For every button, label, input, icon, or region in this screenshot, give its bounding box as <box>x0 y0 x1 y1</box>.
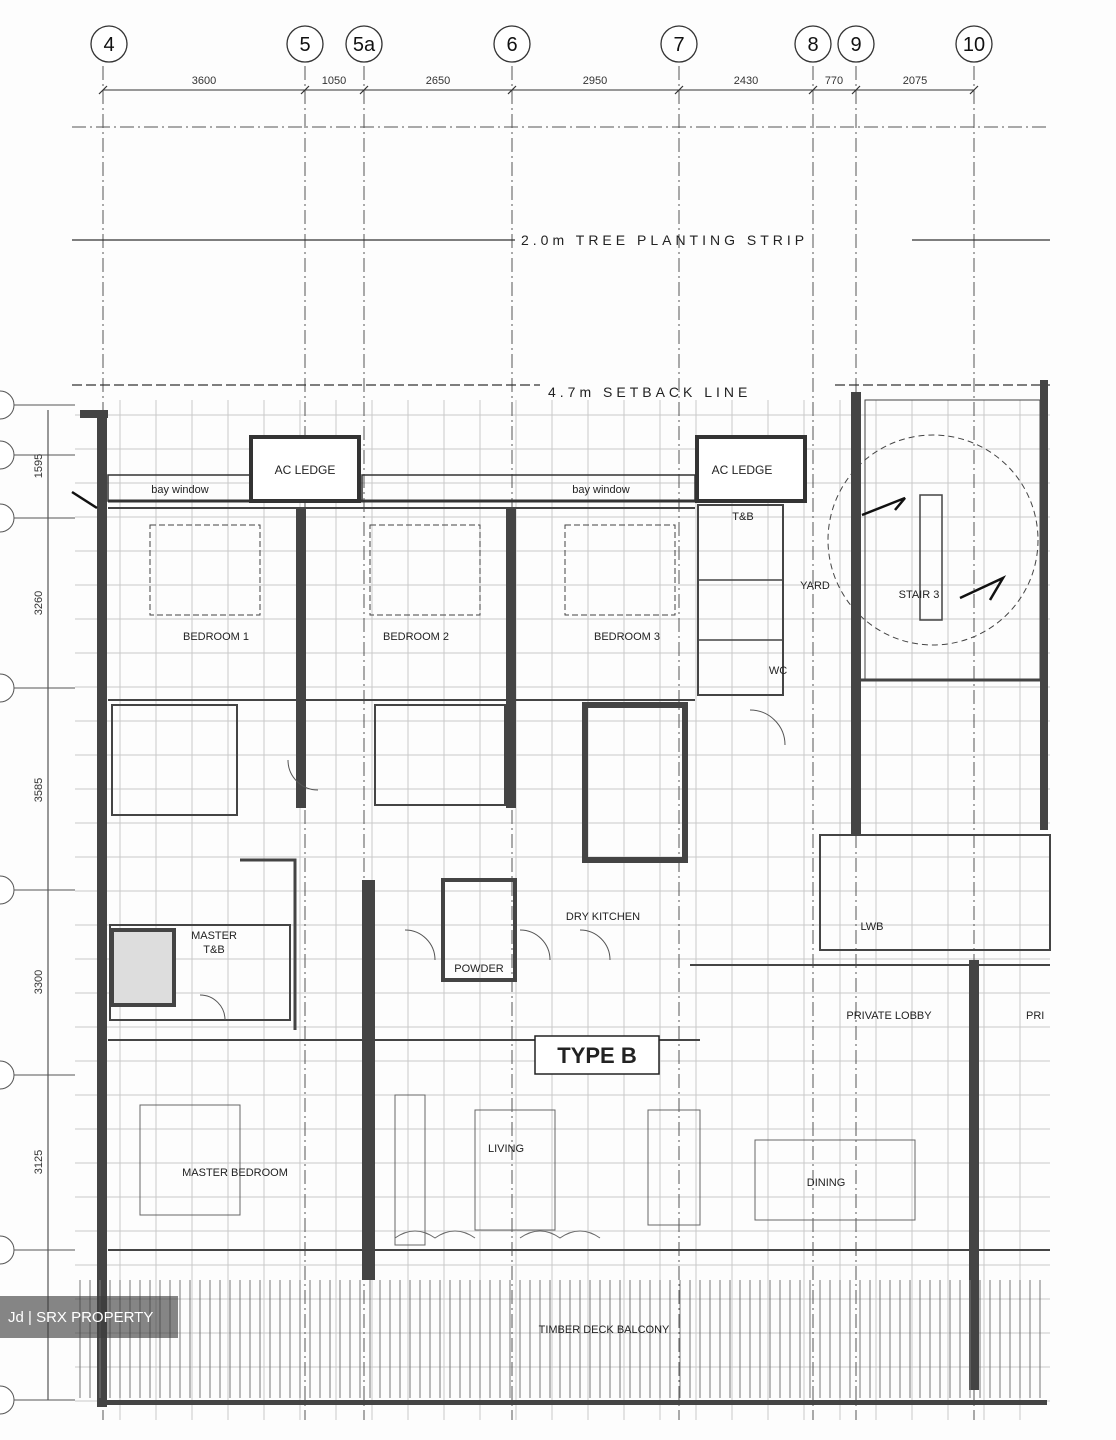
svg-text:9: 9 <box>850 34 861 56</box>
balcony-label: TIMBER DECK BALCONY <box>539 1324 670 1336</box>
axis-bubble-5: 5 <box>286 25 324 63</box>
dimension-770: 770 <box>825 75 843 87</box>
dimension-3300: 3300 <box>33 970 45 994</box>
dimension-1050: 1050 <box>322 75 346 87</box>
ac-ledges <box>249 435 807 503</box>
dimension-3125: 3125 <box>33 1150 45 1174</box>
dimension-3600: 3600 <box>192 75 216 87</box>
axis-bubble-5a: 5a <box>345 25 383 63</box>
dry-kitchen-label: DRY KITCHEN <box>566 911 640 923</box>
svg-text:7: 7 <box>673 34 684 56</box>
grid-axis-bubbles: 4 5 5a 6 7 8 9 10 <box>90 25 993 63</box>
master-bedroom-label: MASTER BEDROOM <box>182 1167 288 1179</box>
svg-text:10: 10 <box>963 34 985 56</box>
bay-windows <box>107 474 696 503</box>
tree-planting-strip: 2.0m TREE PLANTING STRIP <box>72 232 1050 248</box>
unit-type-box <box>534 1035 660 1075</box>
bedroom-2-label: BEDROOM 2 <box>383 631 449 643</box>
door-swings <box>199 709 786 1021</box>
living-label: LIVING <box>488 1143 524 1155</box>
axis-bubble-7: 7 <box>660 25 698 63</box>
axis-bubble-10: 10 <box>955 25 993 63</box>
yard-label: YARD <box>800 580 830 592</box>
axis-bubble-4: 4 <box>90 25 128 63</box>
axis-bubble-6: 6 <box>493 25 531 63</box>
dining-label: DINING <box>807 1177 846 1189</box>
setback-line: 4.7m SETBACK LINE <box>72 384 1050 400</box>
lwb-label: LWB <box>860 921 883 933</box>
dimension-3585: 3585 <box>33 778 45 802</box>
watermark-text: Jd | SRX PROPERTY <box>8 1308 154 1326</box>
balcony-deck-hatch <box>79 1280 1041 1398</box>
svg-text:5a: 5a <box>353 34 376 56</box>
master-tb-label-line1: MASTER <box>191 930 237 942</box>
bedroom-3-label: BEDROOM 3 <box>594 631 660 643</box>
furniture <box>108 1094 1050 1251</box>
svg-text:4: 4 <box>103 34 114 56</box>
bedroom-1-label: BEDROOM 1 <box>183 631 249 643</box>
master-tb-label-line2: T&B <box>203 944 224 956</box>
tree-strip-label: 2.0m TREE PLANTING STRIP <box>521 232 808 248</box>
structural-walls <box>80 380 1048 1407</box>
dimension-2075: 2075 <box>903 75 927 87</box>
bay-window-label-1: bay window <box>151 484 209 496</box>
unit-type-label: TYPE B <box>557 1043 636 1068</box>
dimension-3260: 3260 <box>33 591 45 615</box>
room-partitions <box>108 399 1051 1041</box>
dimension-2950: 2950 <box>583 75 607 87</box>
svg-text:6: 6 <box>506 34 517 56</box>
axis-bubble-8: 8 <box>794 25 832 63</box>
axis-bubble-9: 9 <box>837 25 875 63</box>
watermark: Jd | SRX PROPERTY <box>0 1296 178 1338</box>
dimension-2650: 2650 <box>426 75 450 87</box>
svg-text:8: 8 <box>807 34 818 56</box>
construction-grid <box>75 400 1050 1420</box>
room-labels: AC LEDGE AC LEDGE bay window bay window … <box>151 463 1044 1336</box>
dimension-2430: 2430 <box>734 75 758 87</box>
stair-label: STAIR 3 <box>899 589 940 601</box>
powder-label: POWDER <box>454 963 504 975</box>
setback-label: 4.7m SETBACK LINE <box>548 384 751 400</box>
ac-ledge-label-2: AC LEDGE <box>712 463 773 477</box>
svg-text:5: 5 <box>299 34 310 56</box>
private-lobby-label-partial: PRI <box>1026 1010 1044 1022</box>
ac-ledge-label-1: AC LEDGE <box>275 463 336 477</box>
wc-label: WC <box>769 665 787 677</box>
tb-label: T&B <box>732 511 753 523</box>
dimension-1595: 1595 <box>33 454 45 478</box>
axis-lines <box>72 66 1050 1420</box>
top-dimension-chain: 3600 1050 2650 2950 2430 770 2075 <box>98 75 979 95</box>
stair-symbol <box>71 490 1007 601</box>
bay-window-label-2: bay window <box>572 484 630 496</box>
private-lobby-label: PRIVATE LOBBY <box>846 1010 932 1022</box>
side-dimension-chain: 1595 3260 3585 3300 3125 <box>0 390 75 1415</box>
